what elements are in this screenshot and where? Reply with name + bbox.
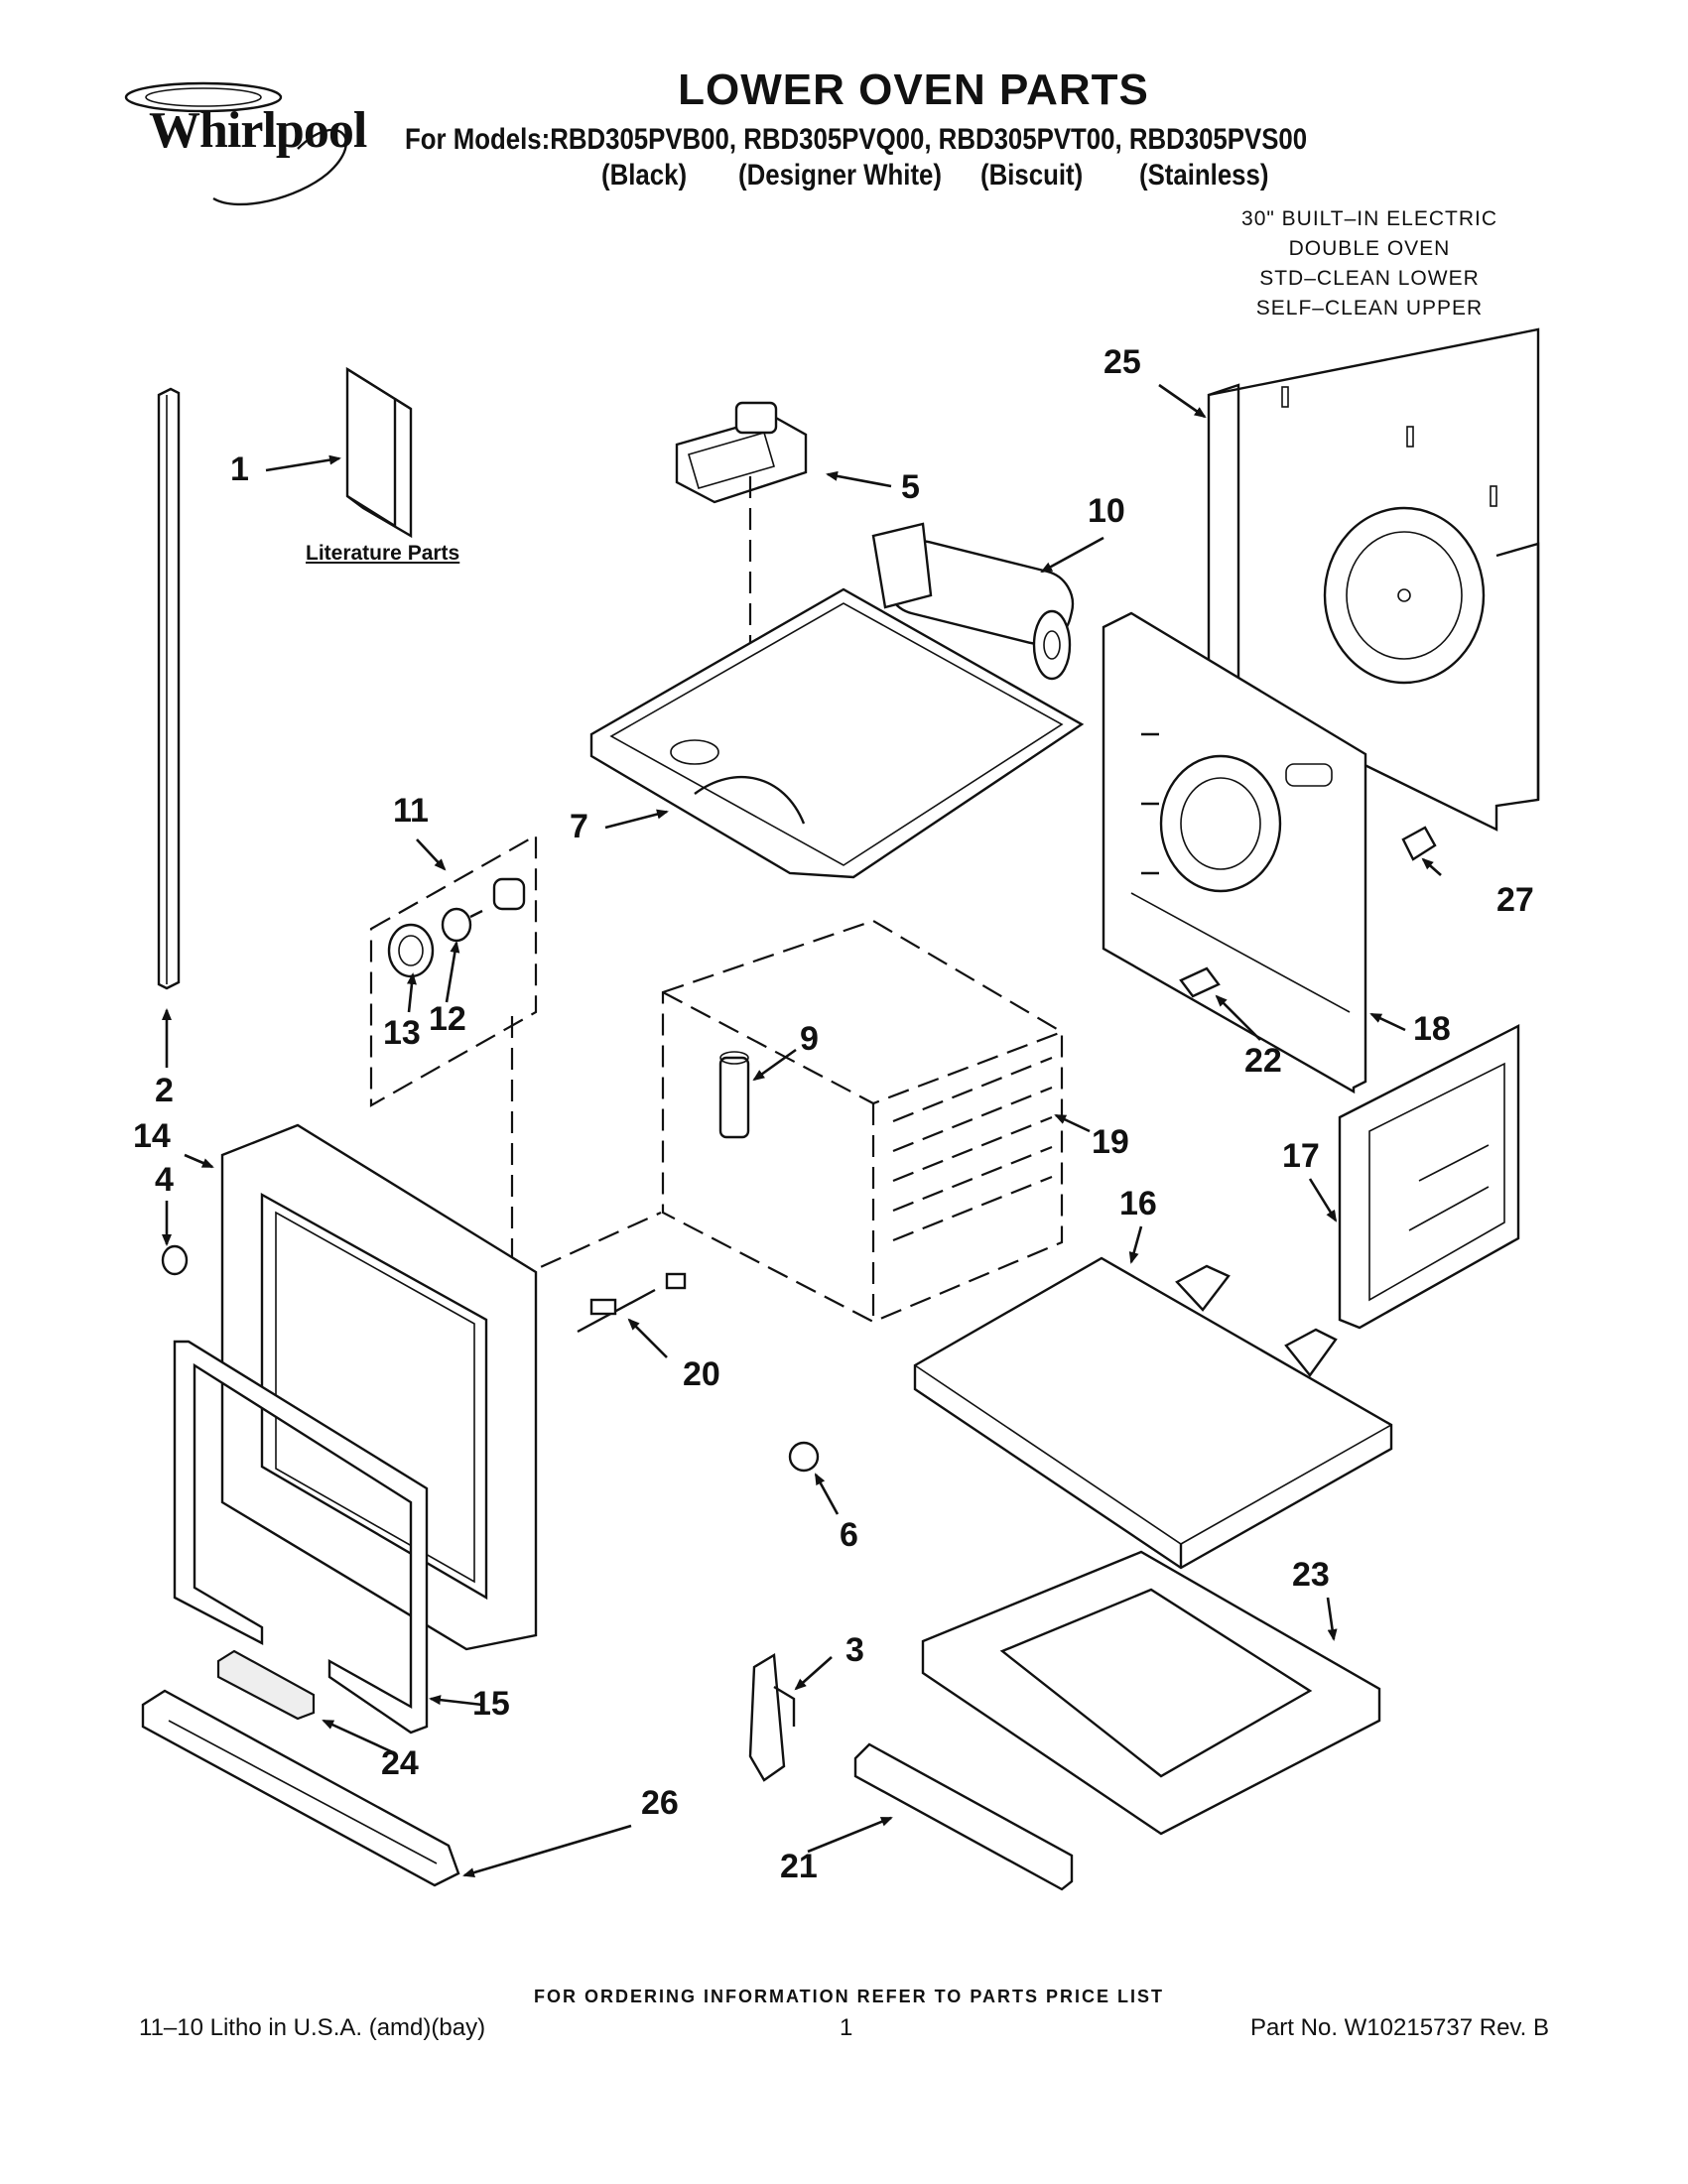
callout-18: 18 — [1413, 1010, 1451, 1048]
part-14-front-frame — [220, 1123, 538, 1651]
part-19-oven-cavity — [661, 919, 1064, 1324]
callout-13: 13 — [383, 1014, 421, 1052]
part-number: Part No. W10215737 Rev. B — [1249, 2014, 1549, 2041]
callout-5: 5 — [901, 468, 920, 506]
part-7-oven-top-panel — [589, 587, 1085, 879]
callout-24: 24 — [381, 1744, 419, 1782]
callout-6: 6 — [840, 1516, 858, 1554]
callout-14: 14 — [133, 1117, 171, 1155]
oven-type-line: SELF–CLEAN UPPER — [1255, 297, 1484, 320]
callout-7: 7 — [570, 808, 588, 845]
callout-19: 19 — [1092, 1123, 1129, 1161]
callout-4: 4 — [155, 1161, 174, 1199]
part-18-rear-liner — [1102, 611, 1367, 1094]
models-line: For Models:RBD305PVB00, RBD305PVQ00, RBD… — [405, 123, 1308, 156]
part-9-lamp-socket — [718, 1051, 750, 1139]
oven-type-block: 30" BUILT–IN ELECTRIC DOUBLE OVEN STD–CL… — [1206, 204, 1533, 323]
page-number: 1 — [840, 2014, 853, 2041]
variant-designer-white: (Designer White) — [738, 159, 942, 192]
variant-biscuit: (Biscuit) — [980, 159, 1084, 192]
part-15-door-gasket — [173, 1340, 429, 1734]
litho-info: 11–10 Litho in U.S.A. (amd)(bay) — [139, 2014, 486, 2041]
callout-22: 22 — [1244, 1042, 1282, 1080]
part-1-literature-book — [345, 366, 413, 539]
part-27-clip — [1401, 826, 1437, 861]
part-25-rear-panel — [1207, 327, 1540, 832]
callout-1: 1 — [230, 450, 249, 488]
callout-leaders — [162, 383, 1442, 1877]
part-5-control-module — [675, 401, 808, 504]
callout-3: 3 — [845, 1631, 864, 1669]
callout-2: 2 — [155, 1072, 174, 1109]
part-4-screw — [161, 1244, 189, 1276]
oven-type-line: DOUBLE OVEN — [1288, 237, 1451, 260]
literature-parts-label: Literature Parts — [306, 542, 460, 565]
brand-logo: Whirlpool — [149, 102, 367, 159]
oven-type-line: 30" BUILT–IN ELECTRIC — [1241, 207, 1497, 230]
part-16-bottom-plate — [913, 1256, 1393, 1570]
part-3-bracket — [748, 1652, 796, 1782]
callout-17: 17 — [1282, 1137, 1320, 1175]
callout-16: 16 — [1119, 1185, 1157, 1222]
part-17-side-panel — [1338, 1024, 1520, 1330]
callout-21: 21 — [780, 1848, 818, 1885]
callout-9: 9 — [800, 1020, 819, 1058]
callout-26: 26 — [641, 1784, 679, 1822]
page-title: LOWER OVEN PARTS — [678, 65, 1149, 114]
part-26-bottom-trim — [141, 1689, 460, 1887]
part-21-rail — [853, 1742, 1074, 1891]
variant-black: (Black) — [601, 159, 688, 192]
part-23-lower-frame — [921, 1550, 1381, 1836]
callout-12: 12 — [429, 1000, 466, 1038]
callout-23: 23 — [1292, 1556, 1330, 1594]
part-2-side-trim — [157, 387, 181, 990]
part-10-convection-fan — [871, 522, 1075, 681]
callout-25: 25 — [1104, 343, 1141, 381]
parts-11-12-13-lamp-assembly — [369, 834, 538, 1107]
oven-type-line: STD–CLEAN LOWER — [1259, 267, 1480, 290]
variant-stainless: (Stainless) — [1139, 159, 1269, 192]
whirlpool-logo-swoosh — [124, 81, 347, 206]
part-6-plug — [788, 1441, 820, 1473]
callout-27: 27 — [1496, 881, 1534, 919]
ordering-note: FOR ORDERING INFORMATION REFER TO PARTS … — [533, 1987, 1164, 2006]
callout-20: 20 — [683, 1355, 720, 1393]
part-24-spacer — [216, 1649, 316, 1721]
part-22-sensor — [1179, 966, 1221, 998]
callout-15: 15 — [472, 1685, 510, 1723]
callout-10: 10 — [1088, 492, 1125, 530]
callout-11: 11 — [393, 792, 429, 830]
part-20-temp-sensor — [577, 1272, 687, 1334]
